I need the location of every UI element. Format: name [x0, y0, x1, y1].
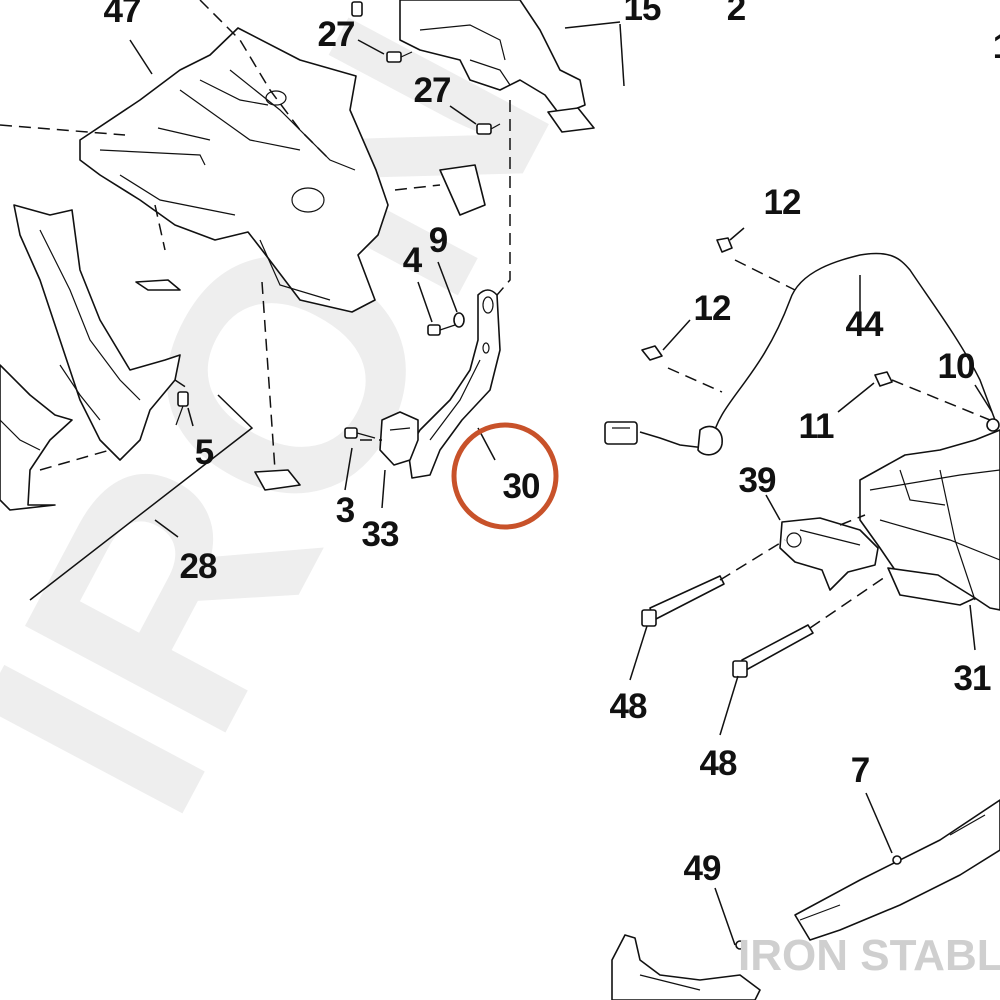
- part-48-bolt-b: [732, 624, 814, 678]
- callout-31: 31: [954, 659, 991, 698]
- part-47-fragment: [135, 279, 181, 291]
- callout-4: 4: [403, 241, 423, 280]
- part-30-mount-bracket: [407, 289, 501, 479]
- part-12-clip-a: [716, 237, 733, 253]
- part-44-wiring-harness: [604, 252, 996, 456]
- callout-5: 5: [195, 433, 214, 472]
- assembly-lines: [0, 0, 991, 629]
- part-5-screw: [175, 391, 189, 426]
- part-47-lens: [439, 164, 486, 216]
- callout-12-lower: 12: [694, 289, 731, 328]
- highlight-circle-30: [451, 422, 559, 530]
- callout-28: 28: [180, 547, 217, 586]
- callout-44: 44: [846, 305, 884, 344]
- callout-labels: 47 2 1 15 27 27 12 12 44 10 11 9 4 5 28 …: [104, 0, 1000, 888]
- part-28-side-panel: [0, 204, 181, 511]
- callout-2: 2: [727, 0, 746, 28]
- callout-27-upper: 27: [318, 15, 355, 54]
- callout-48-right: 48: [700, 744, 737, 783]
- callout-27-lower: 27: [414, 71, 451, 110]
- part-7-strap: [794, 799, 1000, 941]
- callout-10: 10: [938, 347, 975, 386]
- callout-11: 11: [799, 407, 835, 446]
- part-11-nut: [874, 371, 893, 387]
- part-3-screw: [344, 427, 376, 439]
- callout-9: 9: [429, 221, 448, 260]
- part-33-clamp-detail: [389, 427, 411, 431]
- part-28-fragment: [254, 469, 301, 491]
- brand-watermark: IRON STABLE: [738, 931, 1000, 980]
- callout-33: 33: [362, 515, 399, 554]
- part-15-bracket: [351, 0, 595, 133]
- part-39-bracket: [779, 517, 879, 591]
- callout-1: 1: [993, 27, 1000, 66]
- part-9-washer: [453, 312, 465, 328]
- part-12-clip-b: [641, 345, 663, 361]
- part-49-bracket: [611, 934, 761, 1000]
- callout-49: 49: [684, 849, 721, 888]
- callout-3: 3: [336, 491, 355, 530]
- part-27-bolt-a: [386, 51, 413, 63]
- part-10-fastener: [986, 418, 1000, 432]
- callout-47: 47: [104, 0, 141, 30]
- part-4-bolt: [427, 324, 456, 336]
- callout-15: 15: [624, 0, 661, 28]
- callout-7: 7: [851, 751, 869, 790]
- part-31-frame: [859, 429, 1000, 611]
- callout-39: 39: [739, 461, 776, 500]
- callout-48-left: 48: [610, 687, 647, 726]
- part-27-bolt-b: [476, 123, 501, 135]
- part-48-bolt-a: [641, 575, 725, 627]
- leader-lines: [29, 21, 993, 946]
- part-47-fairing: [79, 27, 389, 313]
- callout-30: 30: [503, 467, 540, 506]
- part-33-clamp: [379, 411, 419, 466]
- callout-12-upper: 12: [764, 183, 801, 222]
